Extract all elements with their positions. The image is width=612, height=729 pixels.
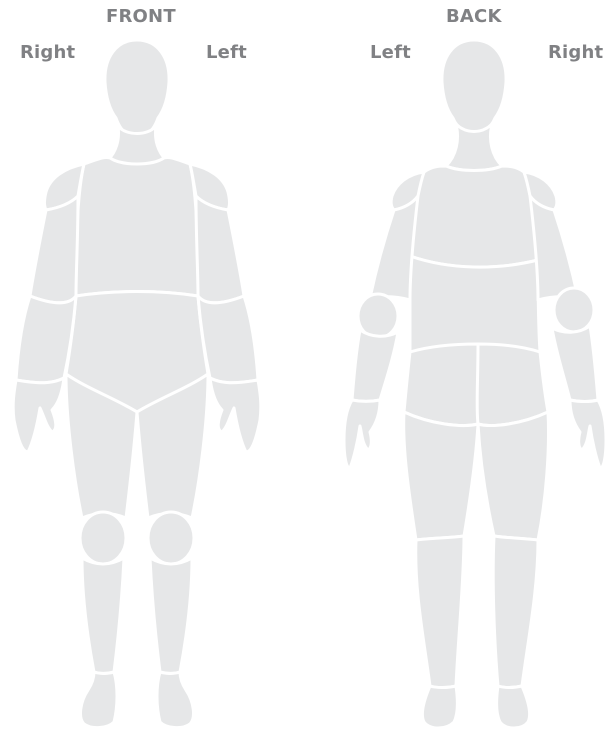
front-left-upper-arm[interactable] [196,196,244,303]
back-right-elbow[interactable] [554,288,594,332]
back-upper-back[interactable] [410,166,538,267]
back-lower-back[interactable] [410,256,540,352]
front-right-hand[interactable] [13,378,64,452]
back-right-buttock[interactable] [477,344,548,426]
back-left-upper-arm[interactable] [370,196,418,300]
front-left-shin[interactable] [150,558,192,674]
back-left-heel[interactable] [422,686,457,728]
back-right-upper-arm[interactable] [530,196,578,300]
front-right-knee[interactable] [80,512,126,564]
front-left-forearm[interactable] [198,296,258,383]
front-right-forearm[interactable] [16,296,76,383]
back-left-buttock[interactable] [404,344,479,426]
back-right-thigh[interactable] [478,412,549,540]
front-right-foot[interactable] [81,672,117,728]
back-figure [344,40,606,728]
back-left-thigh[interactable] [404,412,478,540]
back-right-forearm[interactable] [552,326,598,402]
front-chest[interactable] [76,157,198,296]
back-right-heel[interactable] [497,686,530,728]
back-head[interactable] [442,40,506,132]
back-left-forearm[interactable] [352,330,398,402]
front-left-foot[interactable] [157,672,193,728]
front-right-upper-arm[interactable] [30,196,78,303]
back-right-hand[interactable] [570,400,606,468]
front-head[interactable] [105,40,169,138]
front-left-knee[interactable] [148,512,194,564]
back-left-hand[interactable] [344,400,380,468]
front-figure [13,40,261,728]
front-left-hand[interactable] [210,378,261,452]
front-right-shin[interactable] [82,558,124,674]
back-right-calf[interactable] [493,536,538,688]
back-left-calf[interactable] [416,536,464,688]
back-neck[interactable] [446,124,502,171]
